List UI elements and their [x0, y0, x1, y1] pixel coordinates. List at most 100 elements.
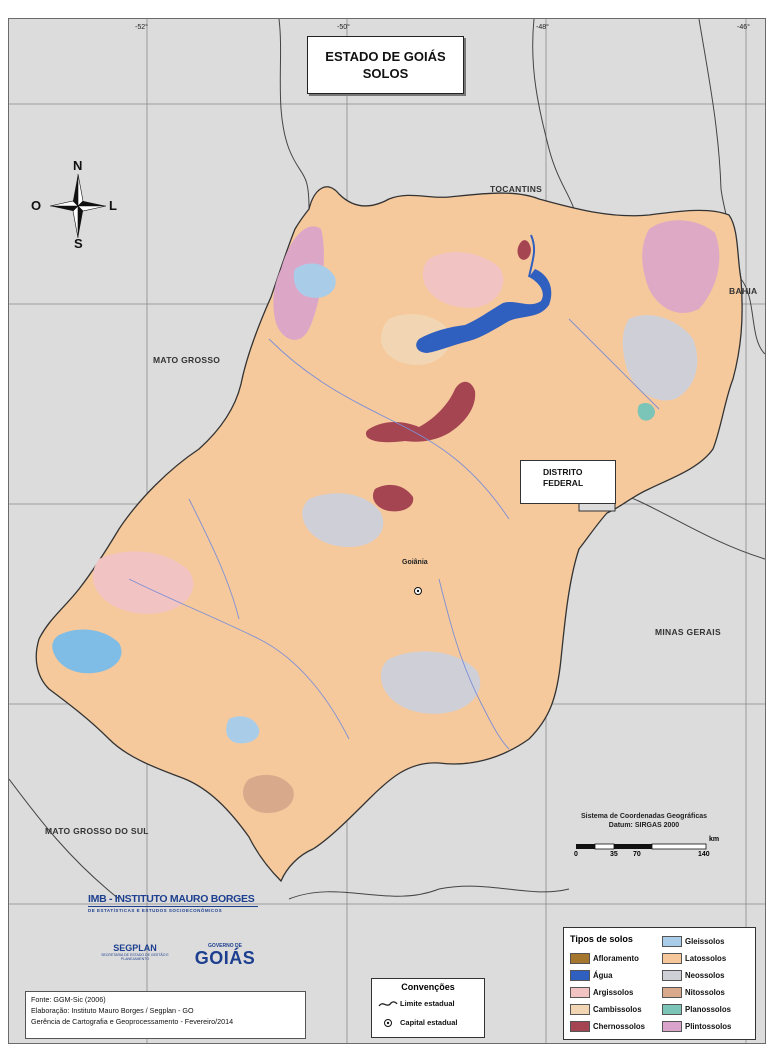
river-1	[268, 338, 510, 520]
legend-swatch	[570, 1021, 590, 1032]
patch-gleissolos-sw	[52, 629, 122, 674]
state-limit-icon	[378, 1001, 398, 1007]
legend-title: Tipos de solos	[570, 934, 633, 944]
legend-item: Neossolos	[662, 970, 724, 981]
legend-item: Água	[570, 970, 613, 981]
conventions-box: Convenções Limite estadual Capital estad…	[371, 978, 485, 1038]
label-tocantins: TOCANTINS	[490, 184, 543, 194]
legend-swatch	[662, 987, 682, 998]
patch-nitossolos-south	[243, 774, 294, 813]
map-title-line1: ESTADO DE GOIÁS	[325, 49, 446, 64]
grid-label-48: -48°	[536, 24, 549, 31]
goias-logo-main: GOIÁS	[194, 948, 256, 968]
patch-cambissolos-center	[381, 314, 451, 365]
legend-item: Chernossolos	[570, 1021, 645, 1032]
coordinate-system-info: Sistema de Coordenadas Geográficas Datum…	[555, 812, 733, 830]
map-title-line2: SOLOS	[362, 66, 409, 81]
legend-item: Planossolos	[662, 1004, 731, 1015]
rivers	[128, 318, 660, 750]
df-line2: FEDERAL	[543, 478, 584, 488]
legend-label: Água	[593, 971, 613, 980]
compass-west: O	[31, 198, 42, 213]
distrito-federal-label: DISTRITO FEDERAL	[520, 460, 616, 504]
label-bahia: BAHIA	[729, 286, 758, 296]
patch-planossolos-ne	[637, 403, 655, 421]
patch-argissolos-sw	[92, 551, 194, 614]
legend-swatch	[662, 1021, 682, 1032]
map-title: ESTADO DE GOIÁS SOLOS	[307, 36, 464, 94]
legend-label: Chernossolos	[593, 1022, 645, 1031]
legend-label: Neossolos	[685, 971, 725, 980]
segplan-logo-subtitle: SECRETARIA DE ESTADO DE GESTÃO E PLANEJA…	[101, 953, 169, 961]
legend-label: Afloramento	[593, 954, 639, 963]
legend-item: Latossolos	[662, 953, 726, 964]
patch-chernossolos-1	[365, 381, 476, 443]
border-ms-west	[9, 778, 120, 900]
border-ba-mg	[740, 278, 765, 355]
patch-argissolos-n	[422, 252, 504, 308]
water-channel	[528, 234, 536, 278]
coordinate-system: Sistema de Coordenadas Geográficas	[580, 813, 708, 820]
label-minas-gerais: MINAS GERAIS	[655, 627, 721, 637]
legend-swatch	[662, 1004, 682, 1015]
grid-label-46: -46°	[737, 24, 750, 31]
imb-logo: IMB - INSTITUTO MAURO BORGES DE ESTATÍST…	[88, 893, 258, 927]
label-mato-grosso: MATO GROSSO	[153, 355, 221, 365]
patch-gleissolos-nw	[293, 263, 336, 298]
legend-item: Afloramento	[570, 953, 639, 964]
capital-label: Goiânia	[402, 559, 428, 566]
legend-label: Nitossolos	[685, 988, 725, 997]
patch-chernossolos-3	[517, 240, 531, 260]
grid-label-50: -50°	[337, 24, 350, 31]
scale-tick-0: 0	[574, 851, 578, 858]
capital-icon	[384, 1019, 392, 1027]
patch-plintossolos-ne	[642, 220, 720, 313]
scale-tick-70: 70	[633, 851, 641, 858]
legend-label: Planossolos	[685, 1005, 731, 1014]
capital-marker	[414, 587, 422, 595]
legend-label: Cambissolos	[593, 1005, 642, 1014]
grid-label-52: -52°	[135, 24, 148, 31]
patch-neossolos-center	[302, 493, 384, 547]
source-line: Fonte: GGM-Sic (2006)	[31, 995, 106, 1004]
goias-state-shape	[35, 186, 743, 883]
source-box: Fonte: GGM-Sic (2006) Elaboração: Instit…	[25, 991, 306, 1039]
legend-item: Argissolos	[570, 987, 633, 998]
legend-swatch	[570, 987, 590, 998]
legend-label: Argissolos	[593, 988, 634, 997]
compass-south: S	[74, 236, 83, 251]
legend-swatch	[662, 970, 682, 981]
goias-logo-top: GOVERNO DE	[208, 943, 242, 949]
scale-tick-35: 35	[610, 851, 618, 858]
patch-neossolos-south	[381, 651, 481, 714]
compass-east: L	[109, 198, 117, 213]
conventions-capital: Capital estadual	[400, 1018, 458, 1027]
legend-swatch	[570, 1004, 590, 1015]
label-mato-grosso-do-sul: MATO GROSSO DO SUL	[45, 826, 149, 836]
river-4	[568, 318, 660, 410]
scale-bar: km 0 35 70 140	[570, 836, 730, 866]
legend-item: Nitossolos	[662, 987, 725, 998]
river-2	[128, 578, 350, 740]
legend-label: Plintossolos	[685, 1022, 732, 1031]
legend-swatch	[662, 936, 682, 947]
patch-chernossolos-2	[372, 484, 414, 512]
compass-rose: N S L O	[28, 158, 128, 252]
scale-bar-graphic	[576, 843, 707, 850]
river-3	[438, 578, 510, 750]
segplan-logo: SEGPLAN SECRETARIA DE ESTADO DE GESTÃO E…	[100, 943, 170, 961]
scale-tick-140: 140	[698, 851, 710, 858]
segplan-logo-title: SEGPLAN	[113, 943, 157, 953]
compass-north: N	[73, 158, 83, 173]
border-to-ba-1	[532, 19, 575, 210]
legend-label: Gleissolos	[685, 937, 725, 946]
goias-logo: GOVERNO DE GOIÁS	[190, 943, 260, 967]
imb-logo-subtitle: DE ESTATÍSTICAS E ESTUDOS SOCIOECONÔMICO…	[88, 906, 258, 913]
legend-item: Cambissolos	[570, 1004, 642, 1015]
legend-label: Latossolos	[685, 954, 727, 963]
chernossolos-patches	[365, 240, 531, 512]
river-5	[188, 498, 240, 620]
datum: Datum: SIRGAS 2000	[608, 822, 680, 829]
patch-neossolos-ne	[622, 315, 698, 401]
